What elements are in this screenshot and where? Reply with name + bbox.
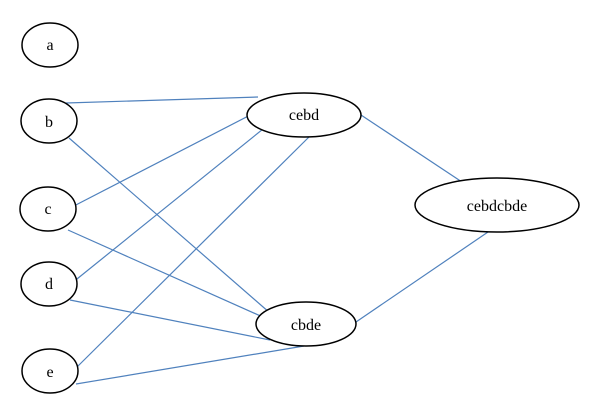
edge-d-cbde xyxy=(69,299,271,341)
node-a: a xyxy=(21,22,79,68)
edge-e-cebd xyxy=(75,133,313,369)
node-cebdcbde-shape xyxy=(414,177,580,233)
node-cebd-label: cebd xyxy=(289,107,319,124)
node-e-shape xyxy=(21,348,79,394)
edge-c-cebd xyxy=(69,109,261,209)
edge-e-cbde xyxy=(75,345,305,385)
node-cbde: cbde xyxy=(255,301,357,347)
edge-cbde-cebdcbde xyxy=(355,231,489,323)
node-c-label: c xyxy=(44,201,51,218)
node-cebdcbde-label: cebdcbde xyxy=(467,198,527,215)
node-c: c xyxy=(19,186,77,232)
node-e: e xyxy=(21,348,79,394)
edges-layer xyxy=(65,96,489,385)
node-b-label: b xyxy=(45,114,53,131)
node-cebdcbde: cebdcbde xyxy=(414,177,580,233)
node-cbde-label: cbde xyxy=(291,317,321,334)
node-cebd: cebd xyxy=(246,92,362,138)
node-a-shape xyxy=(21,22,79,68)
edge-d-cebd xyxy=(71,124,269,284)
node-b: b xyxy=(20,98,78,144)
node-d-shape xyxy=(20,261,78,307)
node-a-label: a xyxy=(46,37,53,54)
node-cebd-shape xyxy=(246,92,362,138)
node-d: d xyxy=(20,261,78,307)
node-e-label: e xyxy=(46,364,53,381)
node-d-label: d xyxy=(45,276,53,293)
edge-b-cebd xyxy=(65,96,259,104)
edge-b-cbde xyxy=(68,137,271,314)
node-cbde-shape xyxy=(255,301,357,347)
node-b-shape xyxy=(20,98,78,144)
edge-c-cbde xyxy=(67,229,266,319)
edge-cebd-cebdcbde xyxy=(360,114,463,183)
node-c-shape xyxy=(19,186,77,232)
